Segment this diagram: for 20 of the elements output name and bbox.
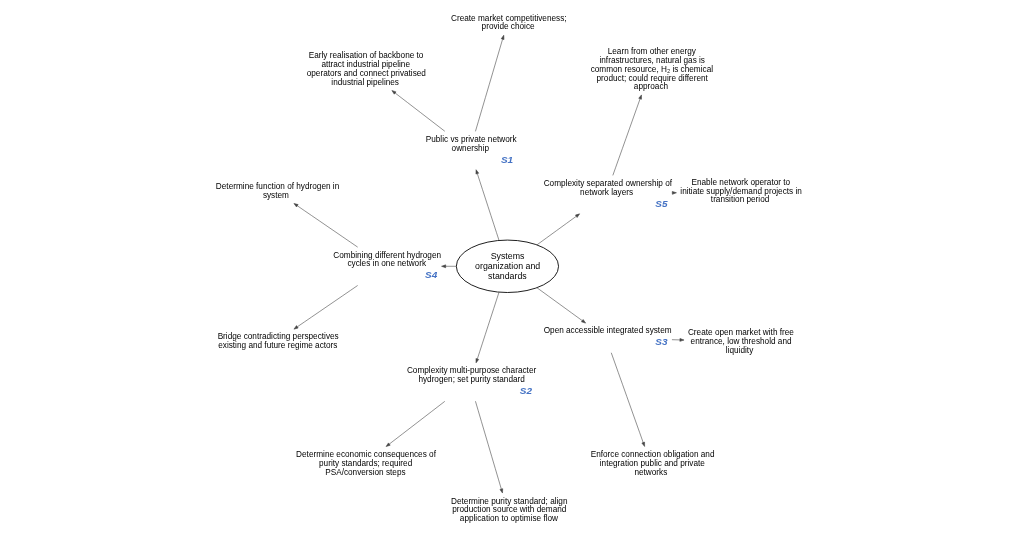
arrow xyxy=(671,338,684,342)
arrow xyxy=(385,401,445,447)
node-label: S3 xyxy=(654,336,668,348)
arrow xyxy=(610,352,645,447)
node-label: S4 xyxy=(424,269,437,281)
arrow xyxy=(293,203,358,248)
node-label: S2 xyxy=(519,385,532,397)
arrow xyxy=(474,400,503,494)
arrow xyxy=(536,213,580,246)
arrow xyxy=(440,264,457,269)
node-ellipse: Systems organization and standards xyxy=(455,239,559,293)
arrow xyxy=(391,90,445,132)
arrow xyxy=(536,287,586,324)
arrow xyxy=(475,292,499,364)
node-label: S1 xyxy=(500,153,513,165)
arrow xyxy=(474,34,504,132)
arrow xyxy=(612,94,642,176)
node-label: S5 xyxy=(654,197,668,209)
arrow xyxy=(475,169,499,241)
arrow xyxy=(293,285,358,330)
